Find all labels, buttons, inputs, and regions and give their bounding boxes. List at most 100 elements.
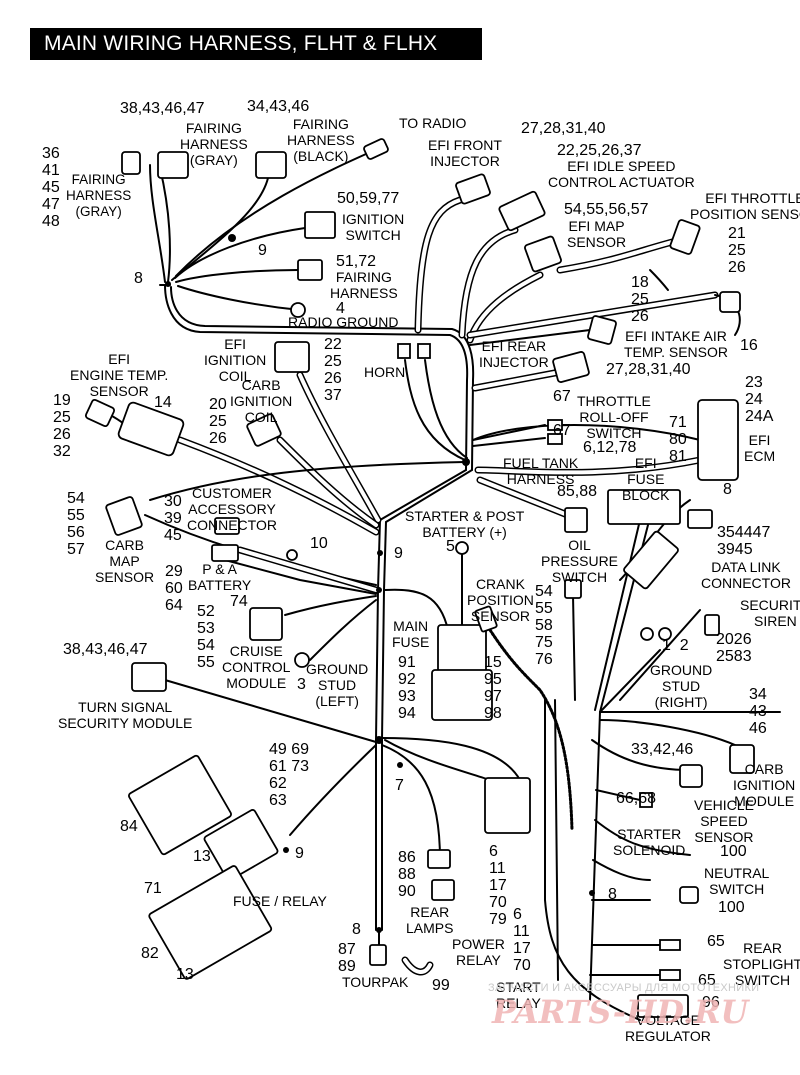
fuse-relay-82: 82 — [141, 945, 159, 962]
radio-ground-label: RADIO GROUND — [288, 314, 399, 330]
fairing-black-label: FAIRING HARNESS (BLACK) — [287, 116, 355, 164]
customer-accessory-connector — [214, 517, 240, 535]
efi-front-label: EFI FRONT INJECTOR — [428, 137, 502, 169]
fuse-relay-box-71 — [148, 865, 273, 980]
neutral-label: NEUTRAL SWITCH — [704, 865, 770, 897]
starter-sol-label: STARTER SOLENOID — [613, 826, 686, 858]
cruise-74: 74 — [230, 593, 248, 610]
siren-nums: 2026 2583 — [716, 631, 752, 665]
tourpak-nums: 87 89 — [338, 941, 356, 975]
ground-left-label: GROUND STUD (LEFT) — [306, 661, 369, 709]
tourpak-8: 8 — [352, 921, 361, 938]
to-radio-plug — [363, 138, 389, 160]
junction-lower — [375, 736, 383, 744]
throttle-position-label: EFI THROTTLE POSITION SENSOR — [690, 190, 800, 222]
intake-16: 16 — [740, 337, 758, 354]
fairing-gray-top-label: FAIRING HARNESS (GRAY) — [180, 120, 248, 168]
efi-ignition-coil-connector — [274, 341, 310, 373]
cruise-control-module — [249, 607, 283, 641]
rear-lamps-label: REAR LAMPS — [406, 904, 454, 936]
rear-lamps-nums: 86 88 90 — [398, 849, 416, 900]
starter-solenoid-terminal — [639, 792, 653, 808]
start-relay-label: START RELAY — [496, 979, 541, 1011]
oil-label: OIL PRESSURE SWITCH — [541, 537, 619, 585]
num-7: 7 — [395, 777, 404, 794]
fairing-harness-connector — [297, 259, 323, 281]
cruise-label: CRUISE CONTROL MODULE — [222, 643, 291, 691]
carb-ignition-module — [729, 744, 755, 774]
intake-nums: 18 25 26 — [631, 274, 649, 325]
efi-ecm-body — [697, 399, 739, 481]
map-label: EFI MAP SENSOR — [567, 218, 627, 250]
engine-temp-nums: 19 25 26 32 — [53, 392, 71, 460]
ecm-nums: 23 24 24A — [745, 374, 774, 425]
fuel-block-nums: 6,12,78 — [583, 439, 637, 456]
rear-injector-label: EFI REAR INJECTOR — [479, 338, 549, 370]
num-8c: 8 — [608, 886, 617, 903]
engine-temp-connector — [84, 398, 116, 428]
fuse-relay-box-84 — [128, 754, 232, 856]
efi-intake-sensor — [719, 291, 741, 313]
customer-acc-nums: 30 39 45 — [164, 493, 182, 544]
engine-temp-sensor-body — [117, 401, 185, 457]
ign-coil-label: EFI IGNITION COIL — [204, 336, 267, 384]
stoplight-terminal-1 — [659, 939, 681, 951]
fairing-harness-label: FAIRING HARNESS — [330, 269, 398, 301]
stoplight-label: REAR STOPLIGHT SWITCH — [723, 940, 800, 988]
harness-trunk-top — [164, 284, 469, 471]
engine-temp-14: 14 — [154, 394, 172, 411]
efi-front-injector-connector — [455, 173, 491, 205]
watermark-logo: PARTS-HD.RU — [492, 993, 749, 1031]
fuse-relay-label: FUSE / RELAY — [233, 893, 327, 909]
power-relay — [484, 777, 531, 834]
cruise-nums: 52 53 54 55 — [197, 603, 215, 671]
tie-9c — [283, 847, 289, 853]
fuse-relay-nums: 49 69 61 73 62 63 — [269, 741, 310, 809]
carb-module-label: CARB IGNITION MODULE — [733, 761, 796, 809]
ign-coil-nums: 22 25 26 37 — [324, 336, 342, 404]
crank-label: CRANK POSITION SENSOR — [467, 576, 534, 624]
carb-coil-label: CARB IGNITION COIL — [230, 377, 293, 425]
ignition-switch-label: IGNITION SWITCH — [342, 211, 405, 243]
fuse-relay-9: 9 — [295, 845, 304, 862]
fuse-relay-84: 84 — [120, 818, 138, 835]
efi-front-nums: 27,28,31,40 — [521, 120, 606, 137]
fuel-block-label: EFI FUSE BLOCK — [622, 455, 670, 503]
fairing-gray-top-nums: 38,43,46,47 — [120, 100, 205, 117]
voltage-96: 96 — [702, 994, 720, 1011]
tie-9a — [228, 234, 236, 242]
ground-right-nums: 1 2 — [662, 637, 689, 654]
rear-lamps-connector-b — [431, 879, 455, 901]
intake-label: EFI INTAKE AIR TEMP. SENSOR — [624, 328, 728, 360]
customer-acc-label: CUSTOMER ACCESSORY CONNECTOR — [187, 485, 277, 533]
ground-left-3: 3 — [297, 676, 306, 693]
junction-upper — [376, 587, 382, 593]
efi-rear-injector-connector — [552, 351, 590, 383]
ground-stud-left-ring — [294, 652, 310, 668]
pa-label: P & A BATTERY — [188, 561, 252, 593]
tie-7 — [397, 762, 403, 768]
turn-nums: 38,43,46,47 — [63, 641, 148, 658]
efi-map-connector — [524, 235, 562, 273]
rear-lamps-connector-a — [427, 849, 451, 869]
pa-nums: 29 60 64 — [165, 563, 183, 614]
ground-stud-right-ring-1 — [640, 627, 654, 641]
fairing-gray-left-connector — [121, 151, 141, 175]
num-9b: 9 — [258, 242, 267, 259]
fairing-harness-nums: 51,72 — [336, 253, 377, 270]
siren-label: SECURITY SIREN — [740, 597, 800, 629]
carb-coil-nums: 20 25 26 — [209, 396, 227, 447]
horn-terminal-1 — [397, 343, 411, 359]
carb-map-nums: 54 55 56 57 — [67, 490, 85, 558]
starter-sol-nums: 66,68 — [616, 790, 657, 807]
main-fuse-body — [431, 669, 493, 721]
num-9a: 9 — [394, 545, 403, 562]
map-nums: 54,55,56,57 — [564, 201, 649, 218]
fairing-black-nums: 34,43,46 — [247, 98, 310, 115]
stoplight-65a: 65 — [707, 933, 725, 950]
crank-nums: 15 95 97 98 — [484, 654, 502, 722]
carb-map-sensor — [105, 496, 143, 536]
idle-label: EFI IDLE SPEED CONTROL ACTUATOR — [548, 158, 695, 190]
efi-throttle-position-connector — [669, 219, 701, 255]
carb-ignition-coil-connector — [246, 413, 282, 447]
